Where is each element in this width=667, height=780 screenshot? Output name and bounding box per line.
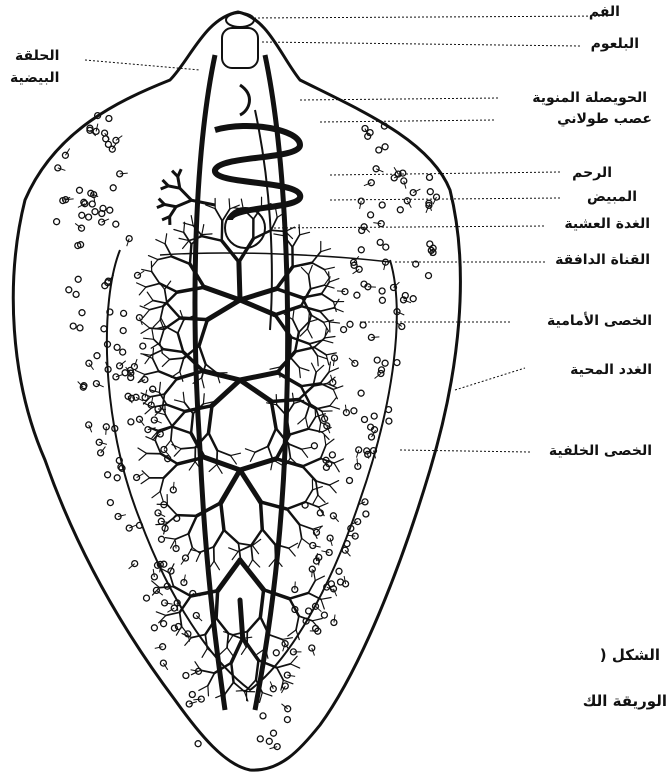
label-seminal-vesicle: الحويصلة المنوية [532, 90, 647, 106]
inner-boundary [107, 250, 397, 690]
label-anterior-testis: الخصى الأمامية [547, 313, 652, 329]
label-nerve: عصب طولاني [557, 111, 652, 127]
gut-left [195, 55, 225, 710]
oral-sucker [226, 13, 254, 27]
uterus [215, 126, 300, 220]
label-vitelline: الغدد المحية [570, 362, 652, 378]
label-oral-ring: الحلقة [15, 48, 59, 64]
seminal-vesicle-shape [240, 85, 249, 115]
pharynx [222, 28, 258, 68]
label-pharynx: البلعوم [591, 36, 639, 52]
caption-line-1: الشكل ( [540, 646, 660, 664]
label-mouth: الفم [589, 4, 620, 20]
ovary-branches [157, 169, 215, 225]
label-shell-gland: الغدة العشية [564, 216, 650, 232]
label-vas-deferens: القناة الدافقة [555, 252, 650, 268]
label-oral-ring-2: البيضية [10, 70, 60, 86]
caption-line-2: الوريقة الك [535, 692, 667, 710]
label-posterior-testis: الخصى الخلفية [549, 443, 652, 459]
label-uterus: الرحم [572, 165, 612, 181]
label-ovary: المبيض [587, 189, 637, 205]
